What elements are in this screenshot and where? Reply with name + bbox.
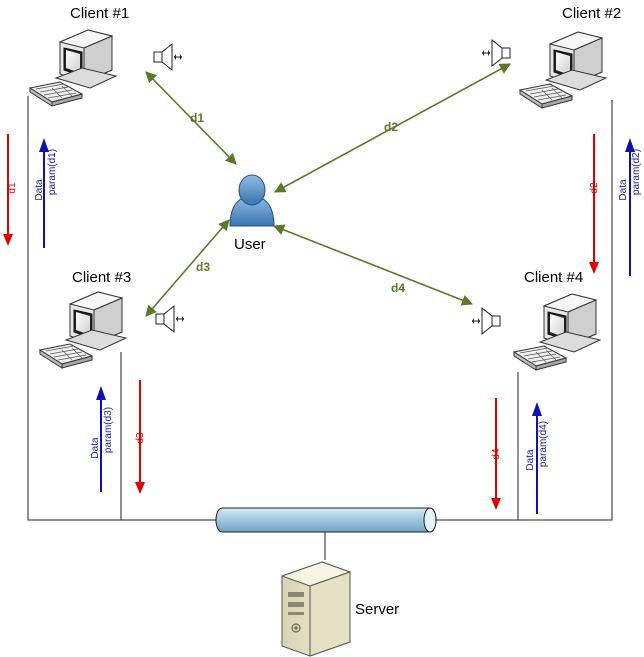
request-arrow-d4 [491,398,501,510]
request-arrow-d2 [589,134,599,274]
computer-icon [29,29,117,107]
request-arrow-d1 [3,134,13,246]
client-1-label: Client #1 [70,5,129,22]
request-label-d3: d3 [135,432,146,444]
request-arrow-d3 [135,380,145,494]
network-bus-pipe [215,507,437,533]
distance-label-d4: d4 [391,281,405,295]
transmitter-icon [471,307,501,335]
response-param-label-d2: param(d2) [631,149,642,195]
response-data-label-d1: Data [34,179,45,201]
link-d1 [145,71,237,165]
response-data-label-d4: Data [525,449,536,471]
link-d3 [145,219,230,317]
client-3-label: Client #3 [72,269,131,286]
distance-label-d2: d2 [384,120,398,134]
response-arrow-d4 [532,402,542,514]
response-arrow-d2 [625,138,635,276]
network-wiring [27,96,613,560]
server-icon [280,561,352,657]
user-icon [229,174,275,227]
computer-icon [519,31,607,109]
request-label-d2: d2 [589,182,600,194]
response-data-label-d3: Data [90,437,101,459]
response-data-label-d2: Data [618,179,629,201]
transmitter-icon [153,43,183,71]
response-arrow-d3 [96,386,106,492]
link-d4 [272,224,474,306]
transmitter-icon [481,39,511,67]
user-label: User [234,236,266,253]
transmitter-icon [155,305,185,333]
response-param-label-d3: param(d3) [103,407,114,453]
request-label-d4: d4 [491,448,502,460]
response-arrow-d1 [39,138,49,248]
response-param-label-d4: param(d4) [538,421,549,467]
client-4-label: Client #4 [524,269,583,286]
computer-icon [513,293,601,371]
response-param-label-d1: param(d1) [47,149,58,195]
client-2-label: Client #2 [562,5,621,22]
distance-label-d1: d1 [190,111,204,125]
server-label: Server [355,601,399,618]
distance-label-d3: d3 [196,260,210,274]
computer-icon [39,291,127,369]
link-d2 [274,63,511,193]
request-label-d1: d1 [7,182,18,194]
